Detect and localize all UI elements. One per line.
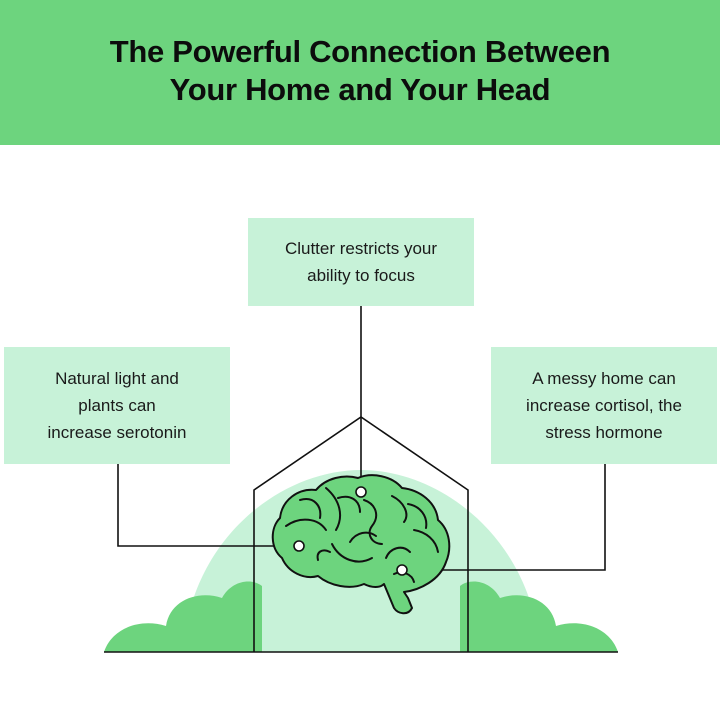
callout-text: increase serotonin xyxy=(47,423,187,442)
title-line-2: Your Home and Your Head xyxy=(169,71,551,107)
brain-icon xyxy=(271,474,451,615)
callout-serotonin: Natural light and plants can increase se… xyxy=(4,347,230,464)
connector-right xyxy=(402,464,606,571)
header-banner: The Powerful Connection Between Your Hom… xyxy=(0,0,720,145)
callout-text: A messy home can xyxy=(532,369,676,388)
bush-icon xyxy=(104,581,262,652)
page-title: The Powerful Connection Between Your Hom… xyxy=(110,33,611,113)
callout-text: increase cortisol, the xyxy=(526,396,682,415)
callout-focus: Clutter restricts your ability to focus xyxy=(248,218,474,306)
callout-text: Natural light and xyxy=(55,369,179,388)
callout-text: ability to focus xyxy=(307,266,415,285)
callout-text: Clutter restricts your xyxy=(284,239,438,258)
title-line-1: The Powerful Connection Between xyxy=(109,33,611,69)
callout-text: stress hormone xyxy=(545,423,663,442)
bush-icon xyxy=(460,581,618,652)
connector-dot-top xyxy=(355,486,367,498)
callout-text: plants can xyxy=(78,396,156,415)
connector-left xyxy=(117,464,299,547)
connector-dot-right xyxy=(396,564,408,576)
callout-cortisol: A messy home can increase cortisol, the … xyxy=(491,347,717,464)
connector-dot-left xyxy=(293,540,305,552)
